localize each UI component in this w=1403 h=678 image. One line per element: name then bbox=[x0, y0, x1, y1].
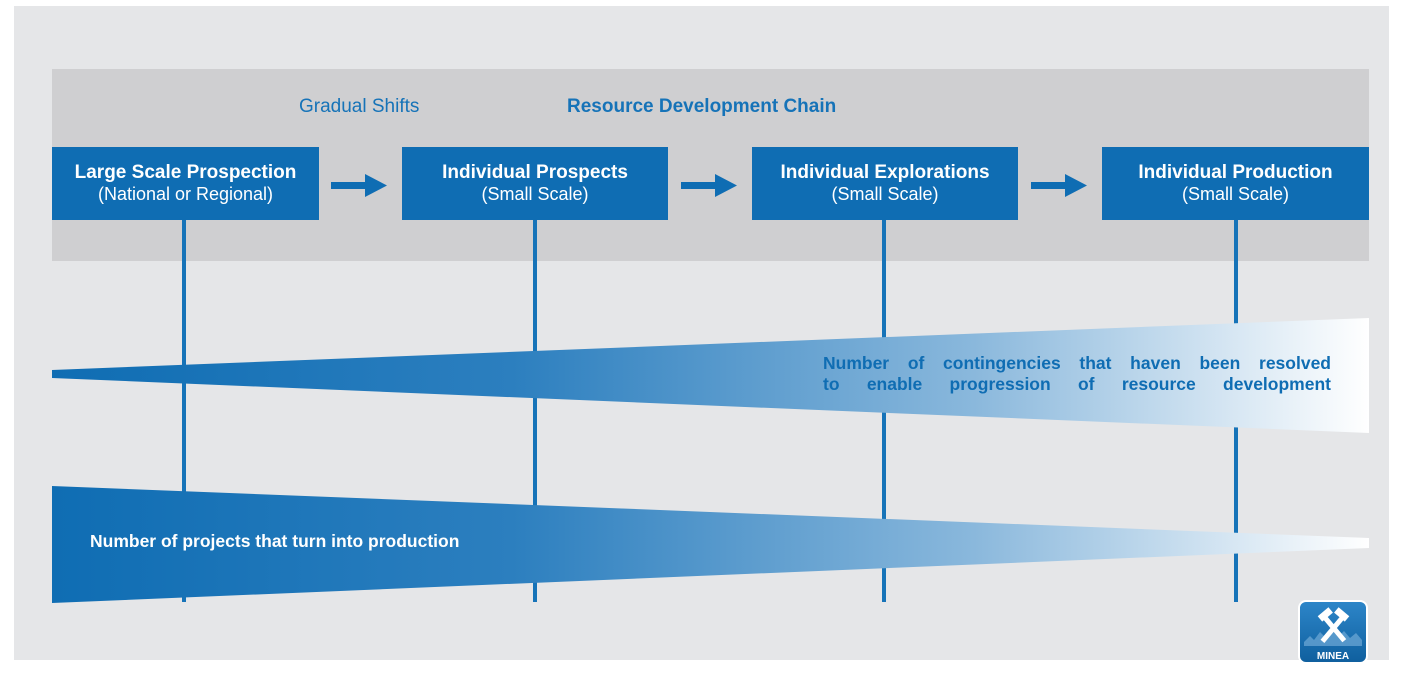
stage-box-individual-production: Individual Production (Small Scale) bbox=[1102, 147, 1369, 220]
stage-box-individual-explorations: Individual Explorations (Small Scale) bbox=[752, 147, 1018, 220]
contingencies-line-1: Number of contingencies that haven been … bbox=[823, 353, 1331, 373]
stage-2-line bbox=[533, 205, 537, 602]
arrow-right-icon bbox=[681, 174, 737, 197]
stage-subtitle: (Small Scale) bbox=[1181, 184, 1290, 204]
projects-wedge bbox=[52, 486, 1369, 603]
gradual-shifts-label: Gradual Shifts bbox=[299, 96, 420, 117]
stage-subtitle: (Small Scale) bbox=[831, 184, 939, 204]
minea-logo: MINEA bbox=[1298, 600, 1368, 664]
stage-box-individual-prospects: Individual Prospects (Small Scale) bbox=[402, 147, 668, 220]
contingencies-line-2: to enable progression of resource develo… bbox=[823, 374, 1331, 394]
arrow-right-icon bbox=[1031, 174, 1087, 197]
stage-title: Individual Explorations bbox=[780, 162, 990, 183]
contingencies-wedge bbox=[52, 318, 1369, 433]
stage-box-large-scale-prospection: Large Scale Prospection (National or Reg… bbox=[52, 147, 319, 220]
stage-title: Individual Production bbox=[1138, 162, 1333, 183]
arrow-right-icon bbox=[331, 174, 387, 197]
crossed-hammers-icon bbox=[1317, 607, 1350, 643]
projects-label: Number of projects that turn into produc… bbox=[90, 531, 460, 551]
stage-1-line bbox=[182, 205, 186, 602]
contingencies-label: Number of contingencies that haven been … bbox=[823, 353, 1331, 395]
stage-title: Large Scale Prospection bbox=[74, 162, 297, 183]
chain-title: Resource Development Chain bbox=[567, 96, 837, 117]
stage-subtitle: (Small Scale) bbox=[481, 184, 589, 204]
stage-title: Individual Prospects bbox=[442, 162, 628, 183]
stage-subtitle: (National or Regional) bbox=[97, 184, 274, 204]
logo-text: MINEA bbox=[1317, 651, 1349, 662]
